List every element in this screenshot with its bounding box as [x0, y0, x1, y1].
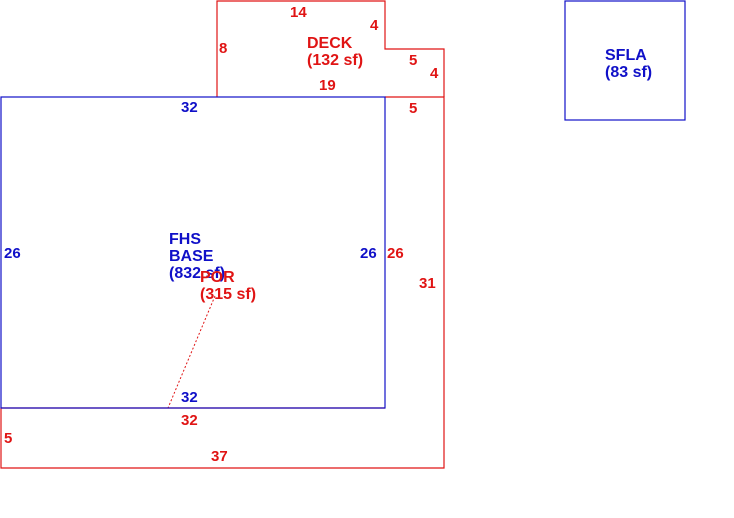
dim-por-right: 31: [419, 275, 436, 292]
porch-label-area: (315 sf): [200, 286, 256, 303]
base-label-line2: BASE: [169, 248, 214, 265]
dim-deck-top: 14: [290, 4, 307, 21]
deck-label-area: (132 sf): [307, 52, 363, 69]
dim-base-right: 26: [360, 245, 377, 262]
dim-por-bottom: 37: [211, 448, 228, 465]
deck-outline: [216, 0, 445, 97]
base-label-line1: FHS: [169, 231, 201, 248]
dim-base-bottom: 32: [181, 389, 198, 406]
dim-base-left: 26: [4, 245, 21, 262]
dim-por-left: 26: [387, 245, 404, 262]
dim-base-top: 32: [181, 99, 198, 116]
sfla-label-line1: SFLA: [605, 47, 647, 64]
dim-deck-left: 8: [219, 40, 227, 57]
porch-leader-line: [167, 295, 216, 409]
dim-deck-step: 5: [409, 52, 417, 69]
porch-label-line1: POR: [200, 269, 235, 286]
dim-por-inner-bottom: 32: [181, 412, 198, 429]
base-label-area: (832 sf): [169, 265, 225, 282]
sfla-outline: [564, 0, 686, 121]
dim-por-top-ext: 5: [409, 100, 417, 117]
dim-deck-bottom: 19: [319, 77, 336, 94]
base-outline: [0, 96, 386, 409]
dim-deck-notch: 4: [370, 17, 379, 34]
deck-label-line1: DECK: [307, 35, 353, 52]
dim-deck-right: 4: [430, 65, 439, 82]
dim-por-left-lower: 5: [4, 430, 12, 447]
sfla-label-area: (83 sf): [605, 64, 652, 81]
